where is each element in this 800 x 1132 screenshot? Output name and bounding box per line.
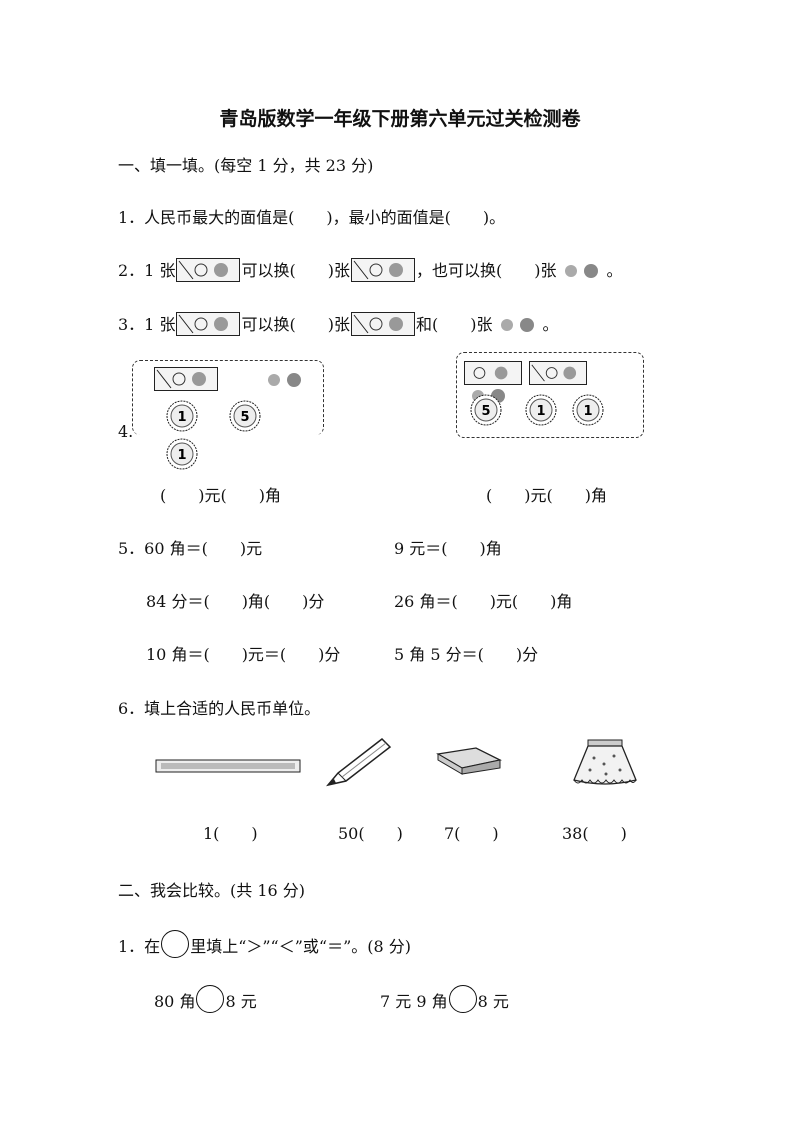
q2-part-a: 2．1 张 (118, 261, 176, 280)
question-3: 3．1 张 可以换( )张 和( )张 。 (118, 311, 558, 336)
coin-value: 1 (177, 448, 186, 463)
compare-circle[interactable] (448, 985, 477, 1013)
coin-icon: 5 (228, 399, 262, 433)
coin-icon: 1 (571, 393, 605, 427)
section2-question-1: 1．在 里填上“＞”“＜”或“＝”。(8 分) (118, 930, 411, 958)
q5-row2-left: 84 分＝( )角( )分 (146, 592, 325, 611)
money-group-left: 1 5 1 (132, 360, 324, 470)
q3-part-c: 和( )张 (415, 315, 493, 334)
question-1: 1．人民币最大的面值是( )，最小的面值是( )。 (118, 208, 506, 227)
banknote-5-yuan-icon (493, 314, 542, 336)
compare-left: 7 元 9 角 (380, 992, 448, 1011)
q2-part-c: ，也可以换( )张 (415, 261, 557, 280)
compare-row-2: 7 元 9 角 8 元 (380, 985, 509, 1013)
banknote-20-yuan-icon (350, 312, 415, 336)
q5-row3-left: 10 角＝( )元＝( )分 (146, 645, 341, 664)
pencil-box-icon (436, 747, 502, 775)
pencil-icon (326, 738, 392, 787)
ruler-icon (155, 759, 301, 773)
coin-icon: 1 (165, 437, 199, 471)
compare-right: 8 元 (225, 992, 257, 1011)
question-4-number: 4. (118, 422, 134, 441)
compare-right: 8 元 (477, 992, 509, 1011)
banknote-1-yuan-icon (557, 260, 606, 282)
coin-icon: 5 (469, 393, 503, 427)
q4-right-answer: ( )元( )角 (486, 486, 607, 505)
q6-skirt-blank: 38( ) (562, 824, 627, 843)
q3-part-b: 可以换( )张 (241, 315, 350, 334)
banknote-50-yuan-icon (176, 312, 241, 336)
skirt-icon (573, 739, 637, 785)
q5-row1-right: 9 元＝( )角 (394, 539, 502, 558)
coin-icon: 1 (165, 399, 199, 433)
compare-circle-icon (161, 930, 190, 958)
q2-part-d: 。 (606, 261, 623, 280)
q4-left-answer: ( )元( )角 (160, 486, 281, 505)
question-6: 6．填上合适的人民币单位。 (118, 699, 321, 718)
q5-row2-right: 26 角＝( )元( )角 (394, 592, 573, 611)
s2q1-part-b: 里填上“＞”“＜”或“＝”。(8 分) (190, 937, 412, 956)
q5-row1-left: 5．60 角＝( )元 (118, 539, 263, 558)
banknote-icon (260, 369, 309, 391)
question-2: 2．1 张 可以换( )张 ，也可以换( )张 。 (118, 257, 622, 282)
q2-part-b: 可以换( )张 (241, 261, 350, 280)
banknote-icon (529, 361, 588, 385)
q6-pencil-blank: 50( ) (338, 824, 403, 843)
banknote-icon (464, 361, 522, 385)
section2-heading: 二、我会比较。(共 16 分) (118, 881, 306, 900)
q3-part-d: 。 (542, 315, 559, 334)
s2q1-part-a: 1．在 (118, 937, 161, 956)
compare-circle[interactable] (196, 985, 225, 1013)
coin-value: 1 (584, 404, 593, 419)
q6-ruler-blank: 1( ) (203, 824, 258, 843)
coin-value: 5 (241, 410, 250, 425)
q3-part-a: 3．1 张 (118, 315, 176, 334)
compare-row-1: 80 角 8 元 (154, 985, 257, 1013)
money-group-right: 5 1 1 (456, 352, 644, 438)
coin-value: 1 (537, 404, 546, 419)
banknote-10-yuan-icon (176, 258, 241, 282)
page-title: 青岛版数学一年级下册第六单元过关检测卷 (219, 108, 581, 130)
q6-pencil-box-blank: 7( ) (444, 824, 499, 843)
coin-value: 1 (177, 410, 186, 425)
q5-row3-right: 5 角 5 分＝( )分 (394, 645, 539, 664)
compare-left: 80 角 (154, 992, 196, 1011)
coin-value: 5 (481, 404, 490, 419)
banknote-icon (154, 367, 218, 391)
banknote-5-yuan-icon (350, 258, 415, 282)
section1-heading: 一、填一填。(每空 1 分，共 23 分) (118, 156, 374, 175)
coin-icon: 1 (524, 393, 558, 427)
